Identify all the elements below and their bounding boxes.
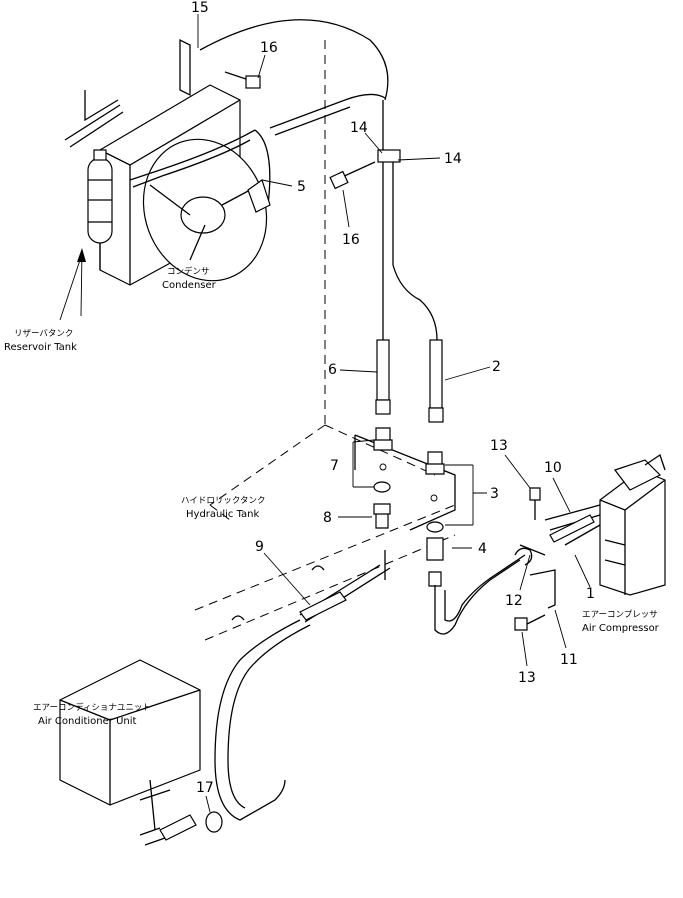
hydraulic-tank-label-jp: ハイドロリックタンク xyxy=(181,496,266,506)
air-conditioner-unit xyxy=(59,659,223,846)
fittings xyxy=(373,427,445,587)
callout-13b: 13 xyxy=(518,670,536,686)
reservoir-tank-label: Reservoir Tank xyxy=(4,342,77,353)
callout-14a: 14 xyxy=(350,120,368,136)
callout-4: 4 xyxy=(478,541,487,557)
callout-6: 6 xyxy=(328,362,337,378)
air-conditioner-unit-label: Air Conditioner Unit xyxy=(38,716,137,727)
callout-16a: 16 xyxy=(260,40,278,56)
hose-6 xyxy=(375,339,391,415)
air-conditioner-unit-label-jp: エアーコンディショナユニット xyxy=(33,702,151,713)
reservoir-arrow xyxy=(59,248,86,321)
callout-14b: 14 xyxy=(444,151,462,167)
callout-2: 2 xyxy=(492,359,501,375)
air-compressor-label: Air Compressor xyxy=(582,623,660,634)
air-compressor-label-jp: エアーコンプレッサ xyxy=(582,610,658,620)
condenser-hoses xyxy=(64,93,386,213)
condenser-label-jp: コンデンサ xyxy=(167,266,210,277)
reservoir-tank xyxy=(87,149,113,244)
callout-3: 3 xyxy=(490,486,499,502)
callout-9: 9 xyxy=(255,539,264,555)
condenser xyxy=(84,38,268,286)
callout-numbers: 15 16 14 14 5 16 6 2 7 13 10 3 8 9 4 1 1… xyxy=(191,0,595,796)
hydraulic-tank-outline xyxy=(194,40,456,641)
clamp-and-bolt xyxy=(224,71,401,190)
hose-9 xyxy=(214,550,391,821)
callout-15: 15 xyxy=(191,0,209,16)
component-labels: コンデンサ Condenser リザーバタンク Reservoir Tank ハ… xyxy=(4,266,660,727)
callout-17: 17 xyxy=(196,780,214,796)
callout-1: 1 xyxy=(586,586,595,602)
air-compressor xyxy=(599,453,666,596)
callout-8: 8 xyxy=(323,510,332,526)
leader-lines xyxy=(80,14,591,813)
hydraulic-tank-label: Hydraulic Tank xyxy=(186,509,260,520)
callout-10: 10 xyxy=(544,460,562,476)
bracket-and-bolts xyxy=(514,487,556,631)
compressor-line xyxy=(434,504,601,635)
callout-5: 5 xyxy=(297,179,306,195)
discharge-line xyxy=(199,19,438,341)
callout-11: 11 xyxy=(560,652,578,668)
condenser-label: Condenser xyxy=(162,280,217,291)
callout-16b: 16 xyxy=(342,232,360,248)
callout-13a: 13 xyxy=(490,438,508,454)
reservoir-tank-label-jp: リザーバタンク xyxy=(14,329,73,339)
callout-12: 12 xyxy=(505,593,523,609)
callout-7: 7 xyxy=(330,458,339,474)
hose-2 xyxy=(428,339,444,423)
